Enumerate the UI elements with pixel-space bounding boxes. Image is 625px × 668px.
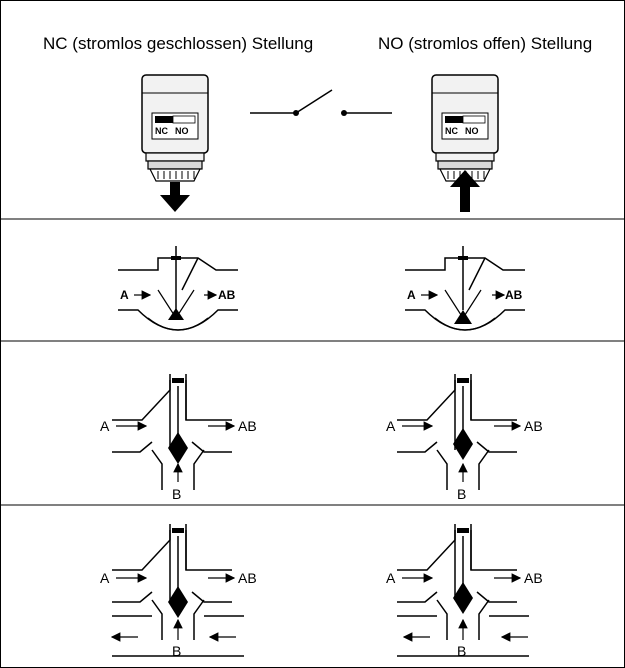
- port-label-a: A: [386, 570, 396, 586]
- port-label-a: A: [407, 288, 416, 302]
- no-two-way-valve: [404, 245, 526, 331]
- port-label-a: A: [120, 288, 129, 302]
- nc-two-way-valve: [117, 245, 239, 331]
- no-up-arrow: [450, 170, 480, 212]
- no-actuator: NC NO: [431, 74, 499, 182]
- no-switch-label: NO: [175, 126, 189, 136]
- no-position-heading: NO (stromlos offen) Stellung: [378, 34, 593, 53]
- port-label-ab: AB: [505, 288, 523, 302]
- port-label-a: A: [100, 418, 110, 434]
- port-label-b: B: [457, 643, 466, 659]
- no-switch-label: NO: [465, 126, 479, 136]
- nc-switch-label: NC: [155, 126, 168, 136]
- no-three-way-valve: [396, 373, 518, 491]
- port-label-ab: AB: [238, 418, 257, 434]
- nc-actuator: NC NO: [141, 74, 209, 182]
- port-label-ab: AB: [524, 418, 543, 434]
- port-label-ab: AB: [218, 288, 236, 302]
- nc-down-arrow: [160, 182, 190, 212]
- port-label-ab: AB: [524, 570, 543, 586]
- port-label-a: A: [100, 570, 110, 586]
- switch-symbol: [250, 89, 392, 116]
- nc-three-way-bypass-valve: [111, 523, 244, 641]
- port-label-b: B: [172, 486, 181, 502]
- nc-switch-label: NC: [445, 126, 458, 136]
- port-label-a: A: [386, 418, 396, 434]
- nc-position-heading: NC (stromlos geschlossen) Stellung: [43, 34, 314, 53]
- port-label-b: B: [457, 486, 466, 502]
- no-three-way-bypass-valve: [396, 523, 529, 641]
- port-label-b: B: [172, 643, 181, 659]
- nc-three-way-valve: [111, 373, 233, 491]
- port-label-ab: AB: [238, 570, 257, 586]
